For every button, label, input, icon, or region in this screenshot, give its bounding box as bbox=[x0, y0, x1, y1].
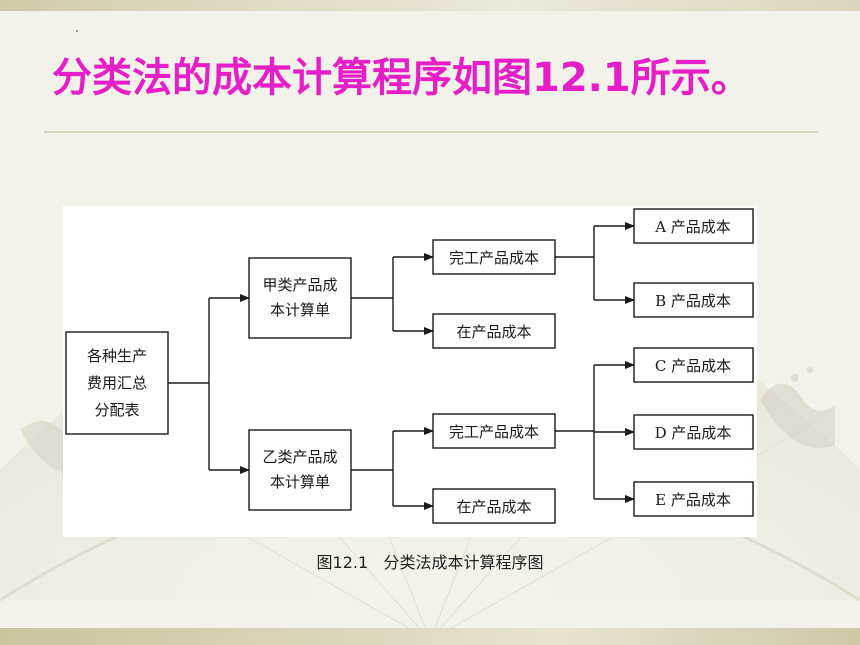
group-b-label-2: 本计算单 bbox=[270, 473, 330, 491]
figure-caption: 图12.1 分类法成本计算程序图 bbox=[0, 549, 860, 573]
product-b-box bbox=[633, 282, 754, 318]
product-c-label: C 产品成本 bbox=[655, 357, 731, 375]
product-a-label: A 产品成本 bbox=[654, 218, 731, 236]
group-a-box bbox=[248, 257, 352, 339]
b-finished-label: 完工产品成本 bbox=[449, 423, 539, 441]
product-d-label: D 产品成本 bbox=[655, 424, 732, 442]
source-label-1: 各种生产 bbox=[87, 347, 147, 365]
product-d-box bbox=[633, 414, 754, 450]
top-decorative-band bbox=[0, 0, 860, 11]
a-finished-label: 完工产品成本 bbox=[449, 249, 539, 267]
slide-title: 分类法的成本计算程序如图12.1所示。 bbox=[52, 55, 751, 101]
caption-text: 分类法成本计算程序图 bbox=[383, 553, 544, 572]
b-wip-box bbox=[432, 488, 556, 524]
flowchart-svg: 各种生产 费用汇总 分配表 甲类产品成 本计算单 乙类产品成 本计算单 完工产品… bbox=[65, 208, 754, 524]
a-wip-box bbox=[432, 313, 556, 349]
flowchart-figure: 各种生产 费用汇总 分配表 甲类产品成 本计算单 乙类产品成 本计算单 完工产品… bbox=[63, 206, 757, 537]
a-wip-label: 在产品成本 bbox=[456, 323, 531, 341]
source-label-3: 分配表 bbox=[94, 401, 139, 419]
b-wip-label: 在产品成本 bbox=[456, 498, 531, 516]
product-c-box bbox=[633, 347, 754, 383]
decorative-dot bbox=[76, 30, 78, 32]
group-a-label-1: 甲类产品成 bbox=[262, 276, 337, 294]
group-a-label-2: 本计算单 bbox=[270, 301, 330, 319]
bottom-decorative-band bbox=[0, 628, 860, 645]
title-divider bbox=[44, 131, 818, 133]
product-e-label: E 产品成本 bbox=[655, 491, 731, 509]
group-b-label-1: 乙类产品成 bbox=[262, 448, 337, 466]
source-label-2: 费用汇总 bbox=[87, 374, 147, 392]
group-b-box bbox=[248, 429, 352, 511]
product-b-label: B 产品成本 bbox=[655, 292, 731, 310]
caption-number: 图12.1 bbox=[316, 553, 369, 572]
